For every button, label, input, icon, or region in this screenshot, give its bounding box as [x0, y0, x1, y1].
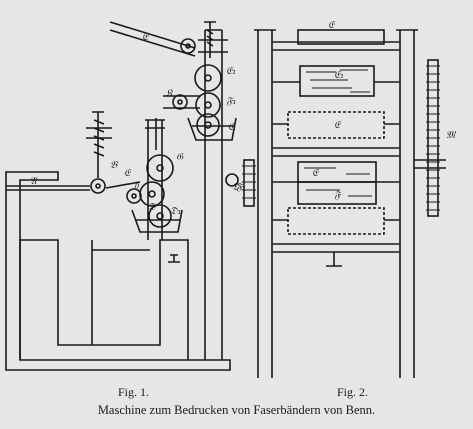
fibre-band [6, 181, 141, 191]
fig1-lower-frame [19, 239, 189, 360]
fig1-caption: Fig. 1. [118, 385, 150, 399]
label-f2-c: 𝔈 [312, 168, 320, 179]
label-g: 𝔊 [176, 152, 184, 163]
label-h: 𝔥 [134, 180, 139, 191]
fig2-caption: Fig. 2. [337, 385, 369, 399]
roller-d1 [148, 204, 172, 228]
label-f2-d: 𝔇 [232, 182, 240, 193]
label-a: 𝔄 [30, 176, 39, 187]
trough-lower [131, 209, 183, 233]
label-e: 𝔈 [228, 122, 236, 133]
label-f2-c1: 𝔈₁ [334, 70, 344, 81]
label-f: 𝔉 [236, 182, 244, 193]
label-f2-e: 𝔈 [334, 120, 342, 131]
fig2-roller-f [297, 181, 377, 205]
label-f2-top: 𝔈 [328, 20, 336, 31]
trough-upper [187, 117, 237, 141]
roller-k [172, 94, 188, 110]
label-c1: 𝔈₁ [226, 66, 236, 77]
fig2-column-left [254, 29, 276, 378]
fig2-box-e [287, 111, 385, 139]
fig2-roller-c [297, 161, 377, 183]
label-k: 𝔎 [166, 88, 174, 99]
roller-e [196, 113, 220, 137]
fig2-roller-c1 [299, 65, 375, 97]
plate-caption: Maschine zum Bedrucken von Faserbändern … [97, 403, 376, 417]
fig2-top-roller [297, 29, 385, 45]
screw-left [92, 111, 105, 178]
fig2-labels: 𝔈 𝔈₁ 𝔈 𝔈 𝔉 𝔇 𝔐 [232, 20, 457, 201]
fig2-drawing [242, 29, 446, 378]
label-e2: 𝔈 [142, 32, 150, 43]
fig1-drawing [5, 21, 239, 371]
fig1-labels: 𝔄 𝔅 𝔈 𝔈₁ 𝔉₁ 𝔈 𝔎 𝔊 𝔥 𝔇 𝔇₁ 𝔈 𝔉 [30, 32, 244, 217]
roller-c1 [194, 64, 222, 92]
label-f2-m: 𝔐 [446, 130, 457, 141]
roller-c [146, 154, 174, 182]
screw-top [204, 21, 216, 58]
label-c: 𝔈 [124, 168, 132, 179]
fig2-box-lower [287, 207, 385, 235]
fig1-base-frame [5, 171, 231, 371]
roller-f1 [195, 92, 221, 118]
label-f2-f: 𝔉 [334, 190, 342, 201]
gear-d [225, 173, 239, 187]
fig2-gear-d [243, 159, 255, 207]
label-f1: 𝔉₁ [226, 96, 236, 107]
label-d1: 𝔇₁ [170, 206, 181, 217]
label-b: 𝔅 [110, 160, 118, 171]
roller-b [90, 178, 106, 194]
roller-f [126, 188, 142, 204]
label-d: 𝔇 [148, 202, 156, 213]
fig2-top-bar [272, 41, 400, 51]
fig1-column-right [204, 29, 223, 360]
fig2-column-right [396, 29, 418, 378]
